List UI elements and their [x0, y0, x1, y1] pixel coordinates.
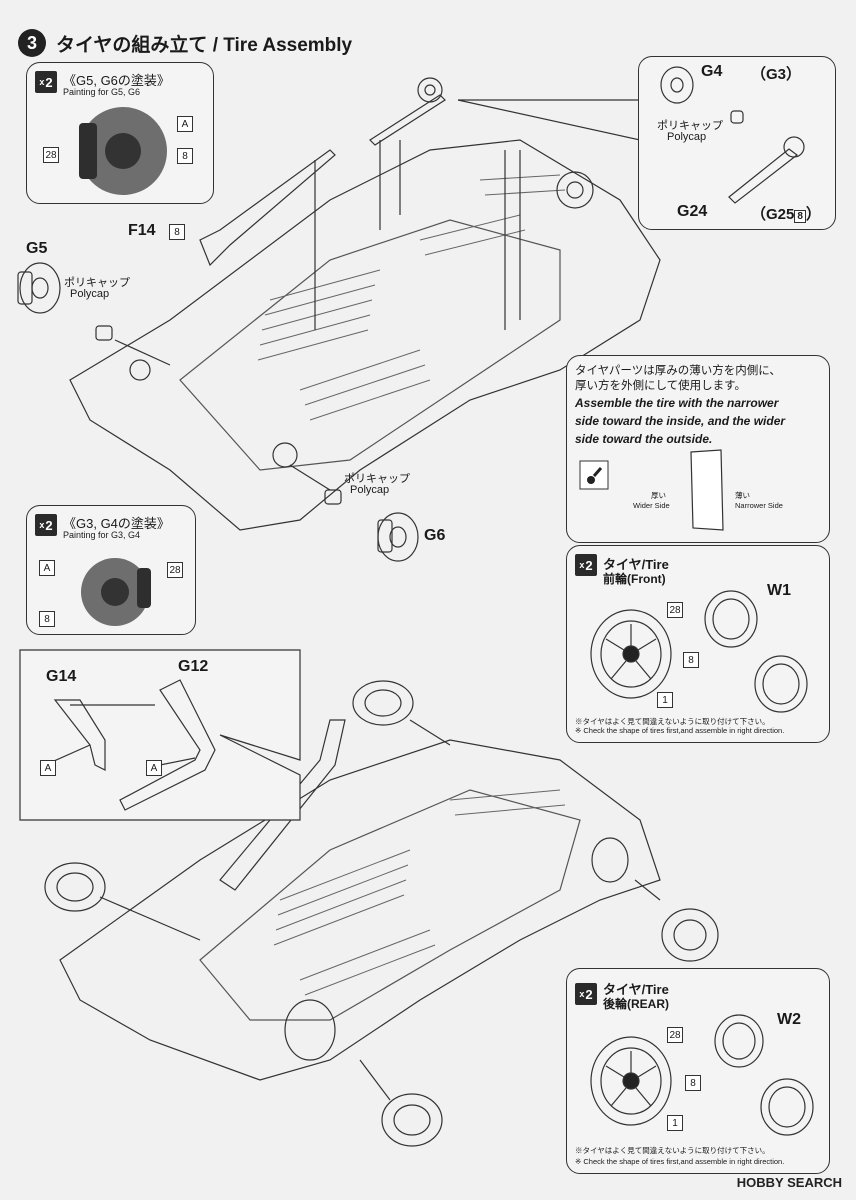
polycap-en: Polycap: [667, 131, 707, 143]
tire-note-jp-line1: タイヤパーツは厚みの薄い方を内側に、: [575, 365, 781, 377]
step-header: 3 タイヤの組み立て / Tire Assembly: [18, 28, 352, 58]
g12-g14-panel: [19, 649, 301, 821]
part-g6: G6: [424, 527, 446, 544]
f14-arm: [199, 149, 336, 267]
wheel-label-8: 8: [685, 1075, 701, 1091]
wider-side-en: Wider Side: [633, 501, 670, 510]
part-g24: G24: [677, 203, 708, 220]
tire-note-en-line1: Assemble the tire with the narrower: [575, 396, 779, 410]
wider-side-jp: 厚い: [651, 491, 666, 500]
paint-g34-subtitle: Painting for G3, G4: [63, 530, 141, 540]
paint-label-a: A: [39, 560, 55, 576]
paint-g56-title: 《G5, G6の塗装》: [63, 73, 170, 88]
wheel-label-8: 8: [683, 652, 699, 668]
paint-label-28: 28: [43, 147, 59, 163]
polycap-en: Polycap: [350, 484, 390, 496]
wheel-label-28: 28: [667, 1027, 683, 1043]
lower-chassis-outline: [59, 739, 661, 1081]
paint-g56-subtitle: Painting for G5, G6: [63, 87, 141, 97]
polycap-jp: ポリキャップ: [64, 277, 130, 289]
paint-label-28: 28: [167, 562, 183, 578]
rear-tire-note-en: ※ Check the shape of tires first,and ass…: [575, 1157, 785, 1166]
polycap-jp: ポリキャップ: [344, 473, 410, 485]
part-w2: W2: [777, 1011, 801, 1028]
rear-inset-drawing: [660, 66, 805, 204]
upper-chassis-floor: [179, 219, 561, 471]
info-icon: [579, 460, 609, 490]
rear-tire-title: タイヤ/Tire: [603, 982, 669, 997]
tire-note-en-line3: side toward the outside.: [575, 432, 713, 446]
lower-chassis-ribs: [273, 789, 566, 996]
step-title: タイヤの組み立て / Tire Assembly: [56, 34, 353, 56]
wheel-label-1: 1: [667, 1115, 683, 1131]
paint-label-8: 8: [39, 611, 55, 627]
front-wheel-drawing: [590, 590, 808, 713]
wheel-label-1: 1: [657, 692, 673, 708]
tire-profile-icon: [690, 449, 724, 531]
tire-note-jp-line2: 厚い方を外側にして使用します。: [575, 380, 747, 392]
part-g4: G4: [701, 63, 723, 80]
rear-tire-note-jp: ※タイヤはよく見て間違えないように取り付けて下さい。: [575, 1146, 770, 1155]
part-g5: G5: [26, 240, 48, 257]
wheel-label-28: 28: [667, 602, 683, 618]
rear-wheel-drawing: [590, 1014, 814, 1136]
lower-tires: [44, 680, 719, 1147]
watermark-logo: HOBBY SEARCH: [736, 1175, 842, 1190]
part-g3: （G3）: [751, 66, 802, 83]
part-g14-box: A: [40, 760, 56, 776]
part-w1: W1: [767, 582, 791, 599]
front-tire-note-jp: ※タイヤはよく見て間違えないように取り付けて下さい。: [575, 717, 770, 726]
polycap-jp: ポリキャップ: [657, 120, 723, 132]
front-tire-title: タイヤ/Tire: [603, 557, 669, 572]
front-tire-note-en: ※ Check the shape of tires first,and ass…: [575, 726, 785, 735]
lower-chassis-floor: [199, 789, 581, 1021]
part-f14-box: 8: [169, 224, 185, 240]
tire-note-en-line2: side toward the inside, and the wider: [575, 414, 786, 428]
rear-tire-subtitle: 後輪(REAR): [603, 997, 669, 1011]
paint-label-8: 8: [177, 148, 193, 164]
paint-label-a: A: [177, 116, 193, 132]
narrower-side-en: Narrower Side: [735, 501, 783, 510]
polycap-en: Polycap: [70, 288, 110, 300]
brake-disc-icon: [79, 107, 167, 195]
exhaust-pipe: [219, 719, 346, 891]
paint-g34-title: 《G3, G4の塗装》: [63, 516, 170, 531]
front-tire-subtitle: 前輪(Front): [603, 572, 666, 586]
part-g12-box: A: [146, 760, 162, 776]
part-f14: F14: [128, 222, 156, 239]
part-g12: G12: [178, 658, 209, 675]
narrower-side-jp: 薄い: [735, 491, 750, 500]
tire-note-panel: タイヤパーツは厚みの薄い方を内側に、 厚い方を外側にして使用します。 Assem…: [566, 355, 830, 543]
part-g14: G14: [46, 668, 77, 685]
brake-disc-icon: [81, 558, 151, 626]
step-number: 3: [18, 29, 46, 57]
